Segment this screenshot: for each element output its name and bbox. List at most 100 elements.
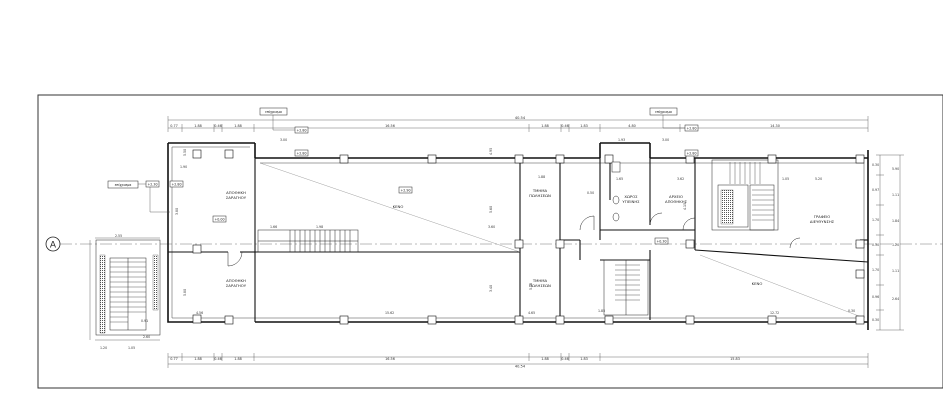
room-storage-bottom-1: ΑΠΟΘΗΚΗ (226, 278, 246, 283)
svg-text:1.88: 1.88 (541, 357, 549, 361)
right-stair-treads (729, 162, 774, 221)
dim-bottom-chain: 0.77 1.88 0.46 1.88 16.56 1.88 0.46 1.83… (170, 357, 740, 361)
svg-text:επίχρισμα: επίχρισμα (265, 110, 283, 114)
svg-text:1.88: 1.88 (194, 357, 202, 361)
svg-text:+2.80: +2.80 (686, 127, 696, 131)
left-stair (95, 239, 161, 336)
svg-text:4.95: 4.95 (489, 148, 493, 155)
room-archive-2: ΑΠΟΘΗΚΗΣ (665, 199, 688, 204)
level-boxes (145, 124, 699, 245)
svg-text:14.30: 14.30 (770, 124, 780, 128)
svg-text:2.60: 2.60 (143, 335, 150, 339)
room-labels: ΑΠΟΘΗΚΗ ΣΑΡΑΓΗΟΥ ΑΠΟΘΗΚΗ ΣΑΡΑΓΗΟΥ ΚΕΝΟ Τ… (226, 188, 835, 288)
svg-text:12.72: 12.72 (770, 311, 779, 315)
svg-text:επίχρισμα: επίχρισμα (655, 110, 673, 114)
svg-text:0.30: 0.30 (848, 309, 855, 313)
svg-text:3.80: 3.80 (175, 208, 179, 215)
svg-text:0.91: 0.91 (141, 319, 148, 323)
columns (192, 149, 865, 325)
svg-text:16.56: 16.56 (385, 124, 395, 128)
top-dimensions (167, 116, 869, 132)
svg-text:1.88: 1.88 (541, 124, 549, 128)
svg-text:4.56: 4.56 (196, 311, 203, 315)
svg-text:1.70: 1.70 (872, 268, 879, 272)
svg-text:επίχρισμα: επίχρισμα (115, 183, 133, 187)
dim-top-total: 40.54 (515, 116, 526, 120)
svg-text:5.40: 5.40 (529, 283, 533, 290)
left-stair-treads (110, 261, 146, 323)
interior-dimension-texts: 3.00 1.93 3.00 4.56 15.62 4.65 12.72 3.6… (180, 138, 855, 315)
left-stair-dimensions (89, 237, 160, 341)
main-stair-dims: 1.66 1.98 (270, 225, 323, 229)
svg-text:0.97: 0.97 (872, 188, 879, 192)
elevation-tags (107, 107, 678, 189)
svg-text:0.96: 0.96 (872, 295, 879, 299)
room-storage-top-1: ΑΠΟΘΗΚΗ (226, 190, 246, 195)
room-void-2: ΚΕΝΟ (752, 281, 763, 286)
room-storage-bottom-2: ΣΑΡΑΓΗΟΥ (226, 283, 247, 288)
svg-text:0.46: 0.46 (214, 124, 222, 128)
svg-text:1.11: 1.11 (892, 193, 899, 197)
room-wc-1: ΧΩΡΟΣ (624, 194, 638, 199)
axis-label-left: A (50, 241, 57, 251)
lower-stair-treads (615, 264, 640, 301)
elevation-tag-texts: επίχρισμα επίχρισμα επίχρισμα (115, 110, 673, 187)
svg-text:1.90: 1.90 (180, 165, 187, 169)
svg-text:2.64: 2.64 (892, 297, 899, 301)
svg-text:+2.30: +2.30 (147, 183, 157, 187)
vertical-dimension-texts: 5.50 3.80 5.80 4.95 5.60 3.40 5.40 4.15 (175, 148, 687, 296)
svg-text:0.30: 0.30 (872, 243, 879, 247)
svg-text:1.85: 1.85 (598, 309, 605, 313)
svg-text:2.55: 2.55 (115, 234, 122, 238)
svg-text:0.50: 0.50 (587, 191, 594, 195)
svg-text:1.88: 1.88 (234, 357, 242, 361)
room-void-1: ΚΕΝΟ (393, 204, 404, 209)
svg-text:0.46: 0.46 (214, 357, 222, 361)
svg-text:4.65: 4.65 (528, 311, 535, 315)
svg-text:3.00: 3.00 (280, 138, 287, 142)
svg-text:1.88: 1.88 (234, 124, 242, 128)
elevation-leaders (138, 115, 685, 213)
svg-text:+2.90: +2.90 (400, 189, 410, 193)
svg-text:0.30: 0.30 (872, 318, 879, 322)
svg-text:1.83: 1.83 (580, 357, 588, 361)
svg-text:1.98: 1.98 (316, 225, 323, 229)
svg-text:0.46: 0.46 (561, 124, 569, 128)
left-stair-wall-hatch (99, 254, 106, 334)
svg-text:0.46: 0.46 (561, 357, 569, 361)
svg-text:1.05: 1.05 (128, 346, 135, 350)
svg-text:+2.80: +2.80 (296, 152, 306, 156)
svg-text:4.15: 4.15 (683, 203, 687, 210)
svg-text:1.11: 1.11 (892, 269, 899, 273)
dim-left-stair: 2.55 0.91 2.60 1.20 1.05 (100, 234, 150, 350)
svg-text:3.60: 3.60 (488, 225, 495, 229)
room-sales-top-1: ΤΜΗΜΑ (532, 188, 548, 193)
svg-text:0.77: 0.77 (170, 357, 178, 361)
svg-text:+2.80: +2.80 (296, 129, 306, 133)
svg-text:+2.80: +2.80 (686, 152, 696, 156)
svg-text:15.83: 15.83 (730, 357, 740, 361)
room-office-1: ΓΡΑΦΕΙΟ (814, 214, 831, 219)
svg-text:1.88: 1.88 (538, 175, 545, 179)
dim-right-chain: 0.30 0.97 1.70 0.30 1.70 0.96 0.30 5.90 … (872, 163, 899, 322)
room-sales-bottom-2: ΠΩΛΗΣΕΩΝ (529, 283, 551, 288)
svg-text:1.88: 1.88 (194, 124, 202, 128)
room-sales-bottom-1: ΤΜΗΜΑ (532, 278, 548, 283)
room-sales-top-2: ΠΩΛΗΣΕΩΝ (529, 193, 551, 198)
room-office-2: ΔΙΕΥΘΥΝΣΗΣ (810, 219, 835, 224)
left-stair-wall-hatch-2 (152, 254, 159, 311)
dim-bottom-total: 40.54 (515, 365, 526, 369)
svg-text:5.80: 5.80 (183, 289, 187, 296)
axis-bubble-left (45, 236, 61, 252)
void-diagonals (259, 162, 865, 319)
room-storage-top-2: ΣΑΡΑΓΗΟΥ (226, 195, 247, 200)
svg-text:1.20: 1.20 (100, 346, 107, 350)
right-dimensions (876, 154, 904, 331)
svg-text:4.80: 4.80 (628, 124, 636, 128)
svg-text:1.65: 1.65 (616, 177, 623, 181)
svg-text:5.20: 5.20 (815, 177, 822, 181)
right-stair-well-hatch (720, 189, 734, 225)
exterior-walls (167, 142, 869, 330)
svg-text:+0.00: +0.00 (214, 218, 224, 222)
